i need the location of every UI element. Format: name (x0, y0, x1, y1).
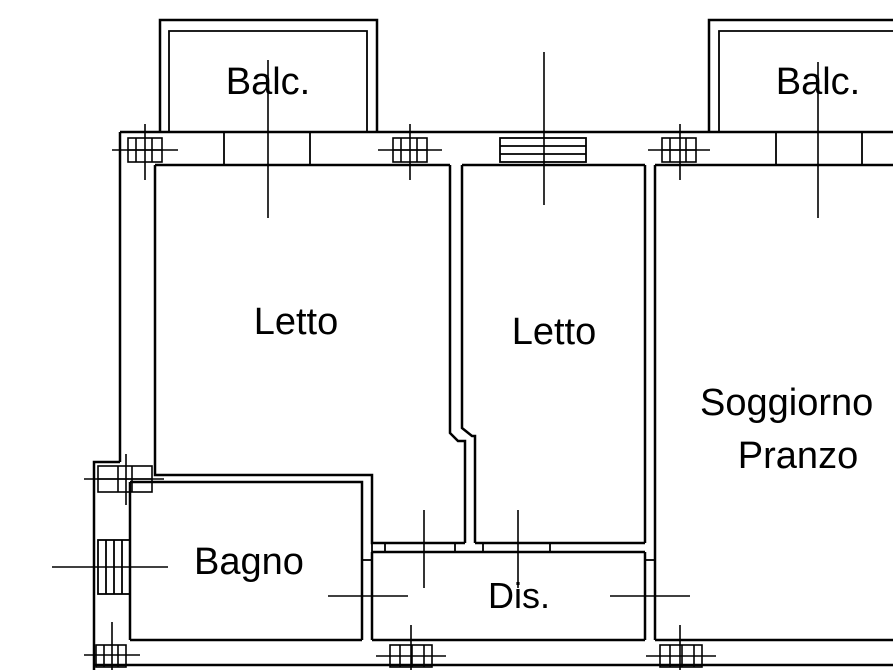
bedroom-left-walls (130, 165, 477, 640)
room-label-hallway: Dis. (488, 575, 550, 616)
top-wall (120, 130, 893, 167)
balcony-right (707, 18, 893, 132)
room-label-balcony-left: Balc. (226, 61, 310, 103)
room-label-balcony-right: Balc. (776, 61, 860, 103)
room-label-living: Soggiorno (700, 382, 873, 424)
column-markers (95, 137, 703, 668)
bottom-wall (94, 638, 893, 667)
room-label-bedroom-center: Letto (512, 311, 597, 353)
window-center (499, 137, 587, 163)
room-label-bedroom-left: Letto (254, 301, 339, 343)
room-label-dining: Pranzo (738, 435, 858, 477)
room-label-bathroom: Bagno (194, 541, 304, 583)
balcony-left (158, 18, 379, 132)
crosshair-marks (52, 52, 819, 670)
left-wall (92, 132, 157, 670)
bedroom-center-walls (475, 165, 657, 640)
